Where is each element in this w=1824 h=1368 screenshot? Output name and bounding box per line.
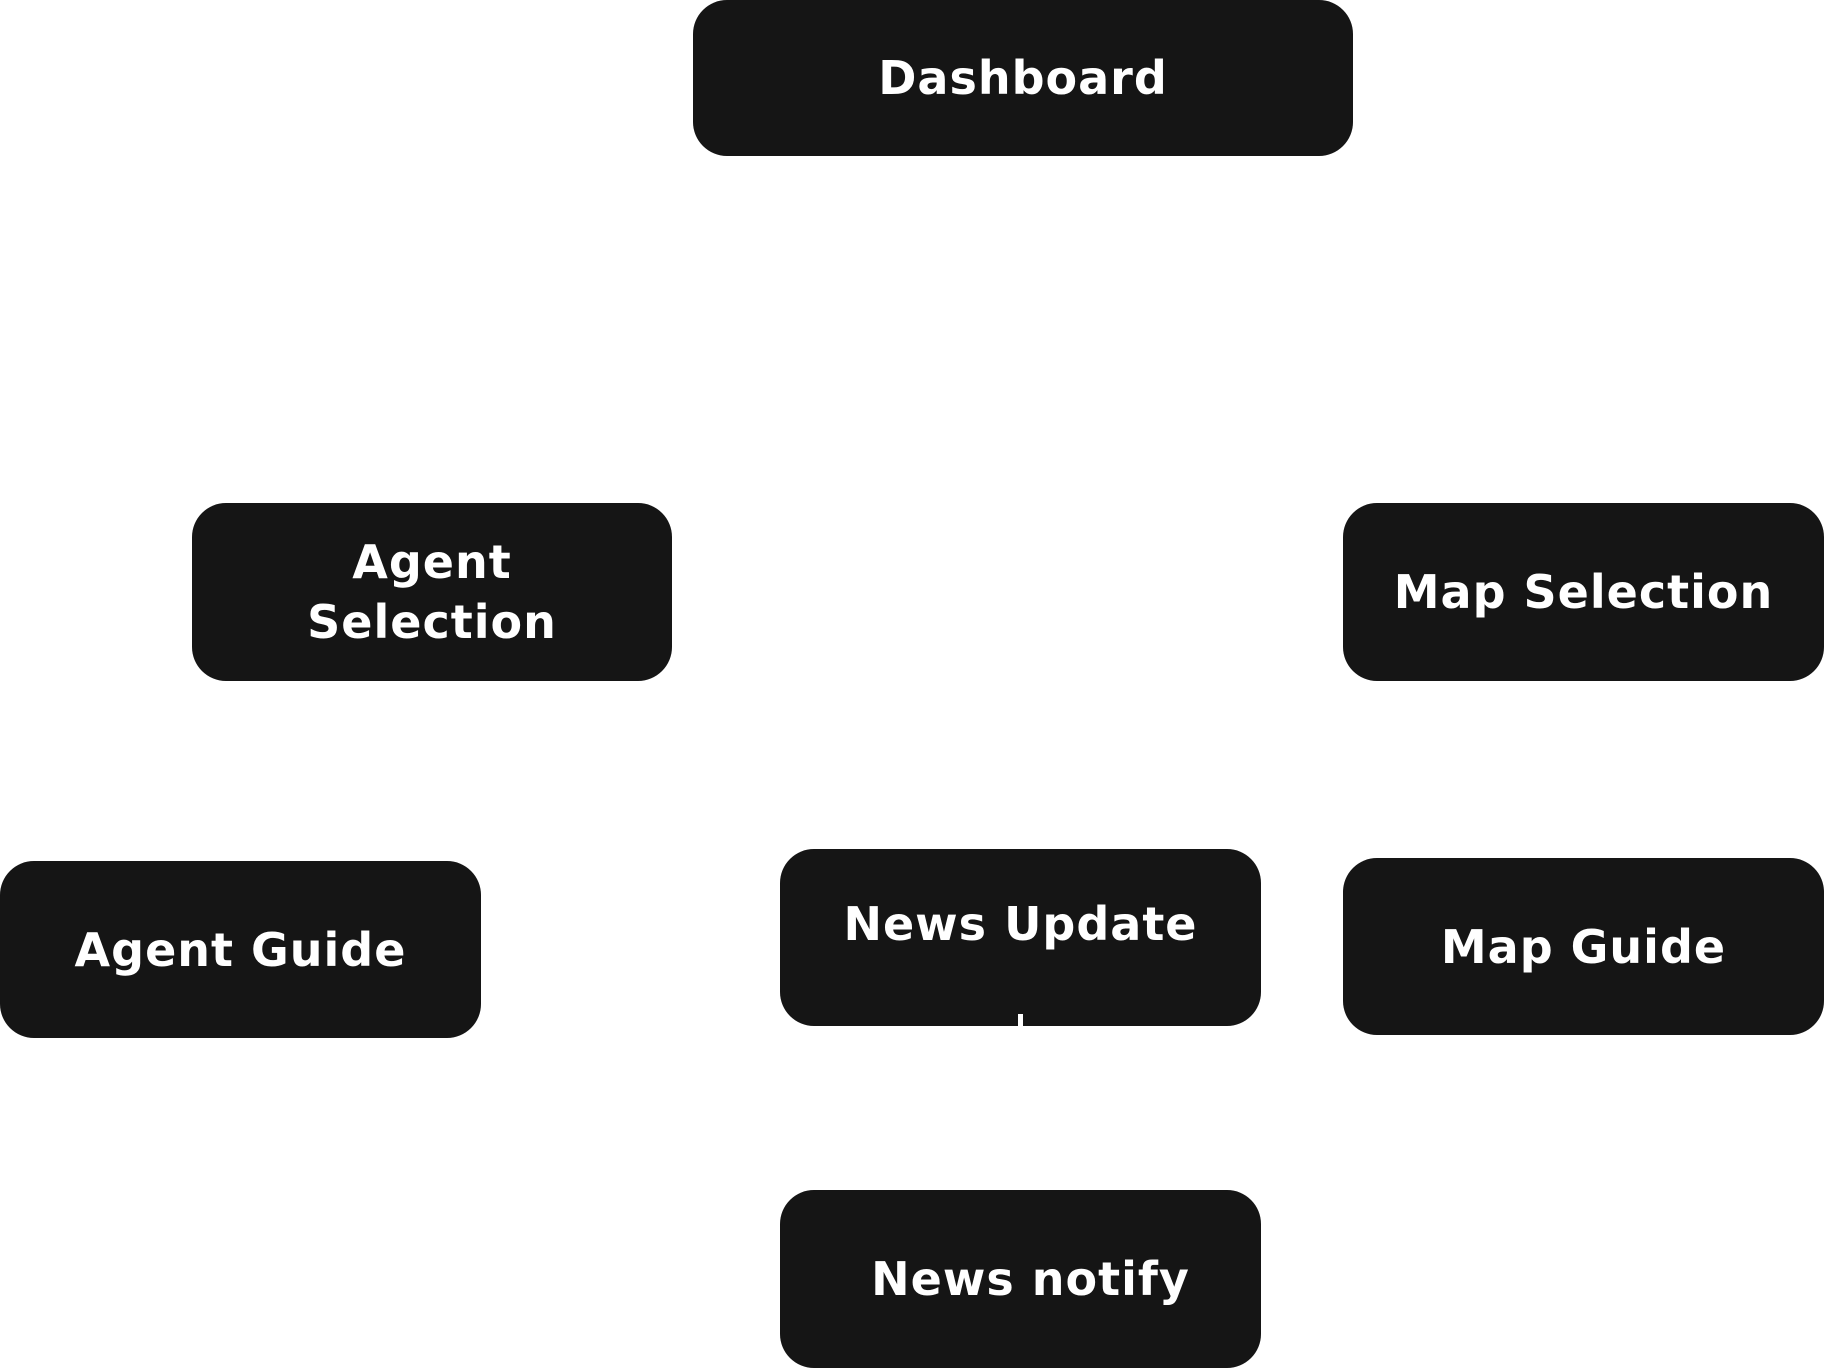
node-label: Agent Guide <box>74 922 407 977</box>
node-map-selection: Map Selection <box>1343 503 1824 681</box>
node-label: Map Selection <box>1393 565 1774 619</box>
node-agent-selection: Agent Selection <box>192 503 672 681</box>
node-map-guide: Map Guide <box>1343 858 1824 1035</box>
node-agent-guide: Agent Guide <box>0 861 481 1038</box>
node-label: Agent Selection <box>307 535 557 649</box>
connector-stub <box>1018 1014 1023 1026</box>
node-label: Map Guide <box>1440 919 1727 974</box>
node-label: Dashboard <box>878 51 1168 105</box>
node-label: News Update <box>843 896 1198 951</box>
node-news-update: News Update <box>780 849 1261 1026</box>
node-dashboard: Dashboard <box>693 0 1353 156</box>
node-label: News notify <box>871 1252 1190 1306</box>
node-news-notify: News notify <box>780 1190 1261 1368</box>
